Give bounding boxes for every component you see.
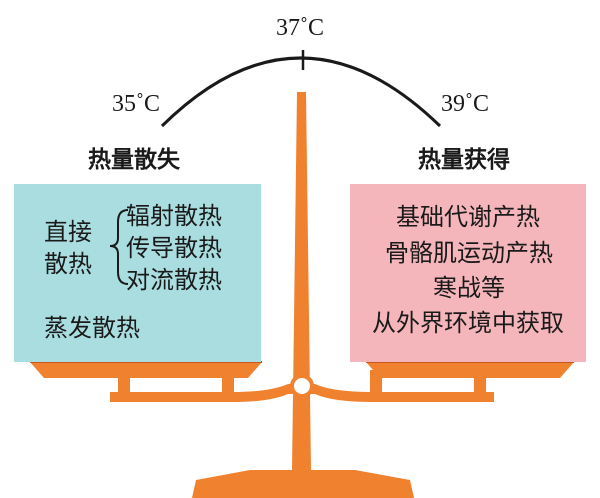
temperature-arc bbox=[160, 56, 442, 128]
balance-pivot bbox=[290, 374, 314, 398]
center-temperature: 37˚C bbox=[276, 15, 324, 41]
left-panel bbox=[14, 184, 261, 362]
conduction-item: 传导散热 bbox=[126, 234, 222, 262]
right-pan bbox=[366, 362, 574, 378]
heat-gain-title: 热量获得 bbox=[418, 147, 510, 173]
left-pan bbox=[30, 362, 262, 378]
balance-post bbox=[292, 92, 311, 470]
direct-label-line1: 直接 bbox=[44, 218, 92, 246]
convection-item: 对流散热 bbox=[126, 266, 222, 294]
skeletal-muscle-item: 骨骼肌运动产热 bbox=[385, 239, 553, 267]
direct-loss-brace bbox=[109, 209, 129, 285]
balance-base bbox=[192, 470, 414, 498]
external-environment-item: 从外界环境中获取 bbox=[372, 309, 564, 337]
shivering-item: 寒战等 bbox=[433, 274, 505, 302]
basal-metabolism-item: 基础代谢产热 bbox=[396, 203, 540, 231]
heat-loss-title: 热量散失 bbox=[88, 147, 180, 173]
radiation-item: 辐射散热 bbox=[126, 202, 222, 230]
left-temperature: 35˚C bbox=[112, 91, 160, 117]
evaporation-item: 蒸发散热 bbox=[44, 314, 140, 342]
direct-label-line2: 散热 bbox=[44, 250, 92, 278]
right-temperature: 39˚C bbox=[441, 91, 489, 117]
right-panel bbox=[350, 184, 586, 362]
